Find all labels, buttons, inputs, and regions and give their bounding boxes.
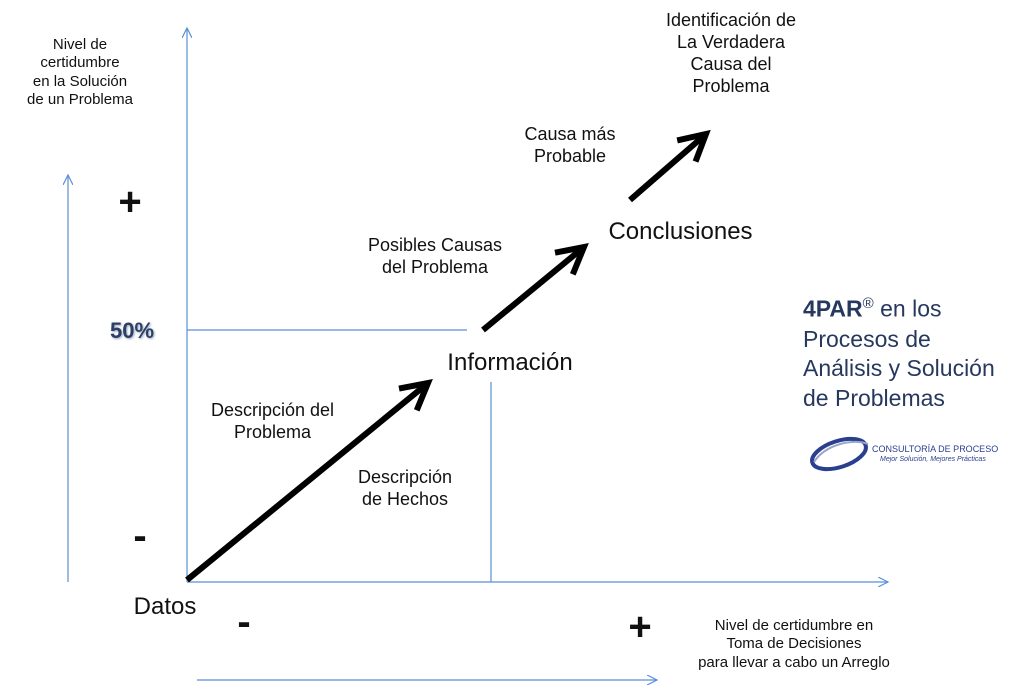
note-verdadera-causa: Identificación de La Verdadera Causa del… xyxy=(665,10,797,96)
brand-text-line-2: Procesos de xyxy=(803,325,931,352)
x-axis-title: Nivel de certidumbre en Toma de Decision… xyxy=(698,617,890,671)
logo-company-name: CONSULTORÍA DE PROCESO xyxy=(872,444,999,454)
y-minus-marker: - xyxy=(133,514,147,558)
note-posibles-causas: Posibles Causas del Problema xyxy=(367,235,503,277)
stage-datos: Datos xyxy=(133,593,197,620)
fifty-percent-label: 50% xyxy=(109,318,155,343)
y-plus-marker: + xyxy=(118,180,142,224)
brand-block: 4PAR® en los Procesos de Análisis y Solu… xyxy=(803,294,995,414)
arrow-conclusiones-to-verdadera-causa xyxy=(628,129,711,203)
registered-mark: ® xyxy=(862,295,874,312)
brand-line-1: 4PAR® en los xyxy=(803,294,995,325)
brand-text-line-1: en los xyxy=(873,295,942,322)
note-causa-probable: Causa más Probable xyxy=(524,124,616,166)
x-plus-marker: + xyxy=(628,605,652,649)
x-minus-marker: - xyxy=(237,600,251,644)
y-axis-title: Nivel de certidumbre en la Solución de u… xyxy=(27,36,133,108)
arrow-datos-to-informacion xyxy=(185,378,433,583)
note-descripcion-hechos: Descripción de Hechos xyxy=(357,467,453,509)
note-descripcion-problema: Descripción del Problema xyxy=(210,400,335,442)
stage-informacion: Información xyxy=(447,349,573,376)
brand-text-line-3: Análisis y Solución xyxy=(803,355,995,382)
logo-tagline: Mejor Solución, Mejores Prácticas xyxy=(880,456,986,463)
brand-text-line-4: de Problemas xyxy=(803,385,945,412)
consultoria-logo-icon xyxy=(810,436,869,472)
brand-name: 4PAR xyxy=(803,295,863,322)
arrow-informacion-to-conclusiones xyxy=(481,242,589,333)
stage-conclusiones: Conclusiones xyxy=(608,218,753,245)
